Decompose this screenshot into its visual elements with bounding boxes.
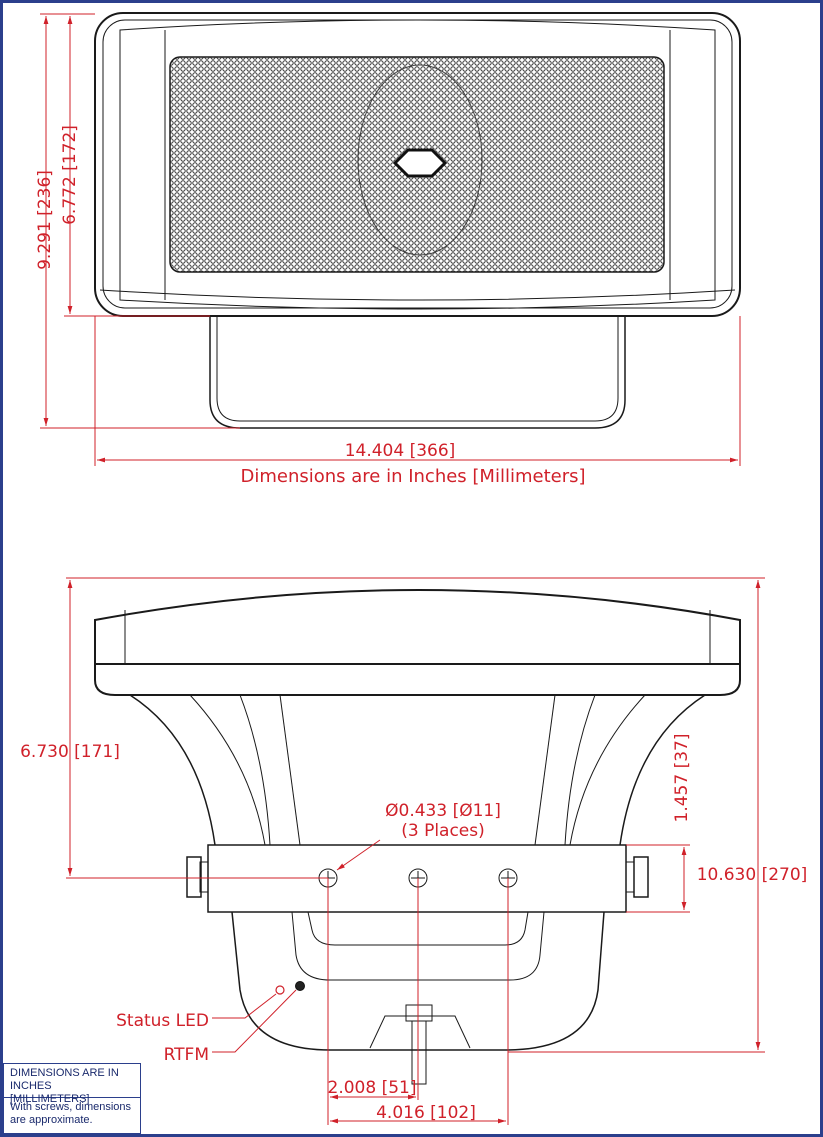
side-view-speaker xyxy=(94,589,741,1085)
top-view-speaker xyxy=(94,12,741,429)
rtfm-button-icon xyxy=(295,981,305,991)
status-led-icon xyxy=(275,985,285,995)
bracket-height-label: 1.457 [37] xyxy=(672,734,692,823)
dimensions-note: DIMENSIONS ARE IN INCHES [MILLIMETERS] W… xyxy=(3,1063,141,1134)
top-view-dimensions: 9.291 [236] 6.772 [172] 14.404 [366] Dim… xyxy=(35,13,741,487)
side-height-mount-label: 6.730 [171] xyxy=(20,742,120,762)
top-height-overall-label: 9.291 [236] xyxy=(35,170,55,270)
note-line-3: With screws, dimensions xyxy=(10,1101,132,1113)
top-width-label: 14.404 [366] xyxy=(345,441,456,461)
hole-spacing-full-label: 4.016 [102] xyxy=(376,1103,476,1123)
side-height-overall-label: 10.630 [270] xyxy=(697,865,808,885)
mount-bracket xyxy=(209,316,626,429)
logo-badge xyxy=(392,148,448,178)
units-caption: Dimensions are in Inches [Millimeters] xyxy=(240,466,585,487)
hole-spacing-half-label: 2.008 [51] xyxy=(328,1078,417,1098)
rtfm-label: RTFM xyxy=(164,1045,209,1065)
top-height-grille-label: 6.772 [172] xyxy=(60,125,80,225)
note-line-1: DIMENSIONS ARE IN xyxy=(10,1067,119,1079)
side-view-dimensions: 6.730 [171] Ø0.433 [Ø11] (3 Places) 1.45… xyxy=(20,577,808,1125)
status-led-label: Status LED xyxy=(116,1011,209,1031)
hole-spec-line2: (3 Places) xyxy=(401,821,485,841)
hole-spec-line1: Ø0.433 [Ø11] xyxy=(385,801,501,821)
note-line-2: INCHES [MILLIMETERS] xyxy=(10,1080,90,1105)
note-line-4: are approximate. xyxy=(10,1114,93,1126)
